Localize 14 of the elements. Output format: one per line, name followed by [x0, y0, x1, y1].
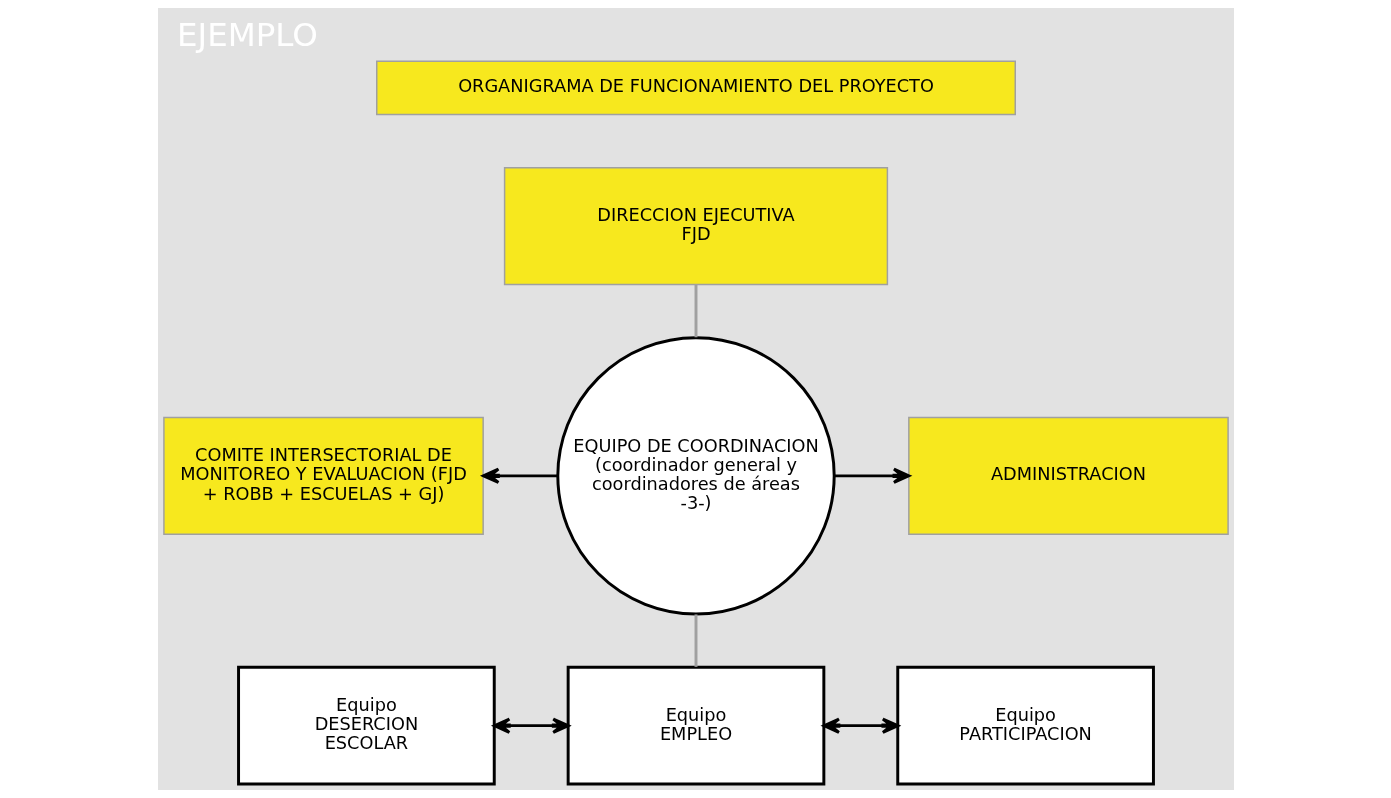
node-box: DIRECCION EJECUTIVA FJD: [503, 166, 888, 286]
node-box: Equipo PARTICIPACION: [895, 665, 1155, 786]
node-box: COMITE INTERSECTORIAL DE MONITOREO Y EVALUACION (FJD + ROBB + ESCUELAS + GJ): [162, 416, 484, 535]
node-box: Equipo DESERCION ESCOLAR: [236, 665, 496, 786]
arrow: [492, 717, 570, 734]
arrow: [481, 467, 557, 484]
connector: [694, 284, 697, 338]
node-box: ADMINISTRACION: [907, 416, 1229, 535]
arrow: [822, 717, 899, 734]
node-box: Equipo EMPLEO: [566, 665, 825, 786]
node-circle: EQUIPO DE COORDINACION (coordinador general y coordinadores de áreas -3-): [555, 336, 836, 616]
connector: [694, 614, 697, 667]
node-box: ORGANIGRAMA DE FUNCIONAMIENTO DEL PROYECTO: [375, 60, 1016, 116]
arrow: [833, 467, 910, 484]
